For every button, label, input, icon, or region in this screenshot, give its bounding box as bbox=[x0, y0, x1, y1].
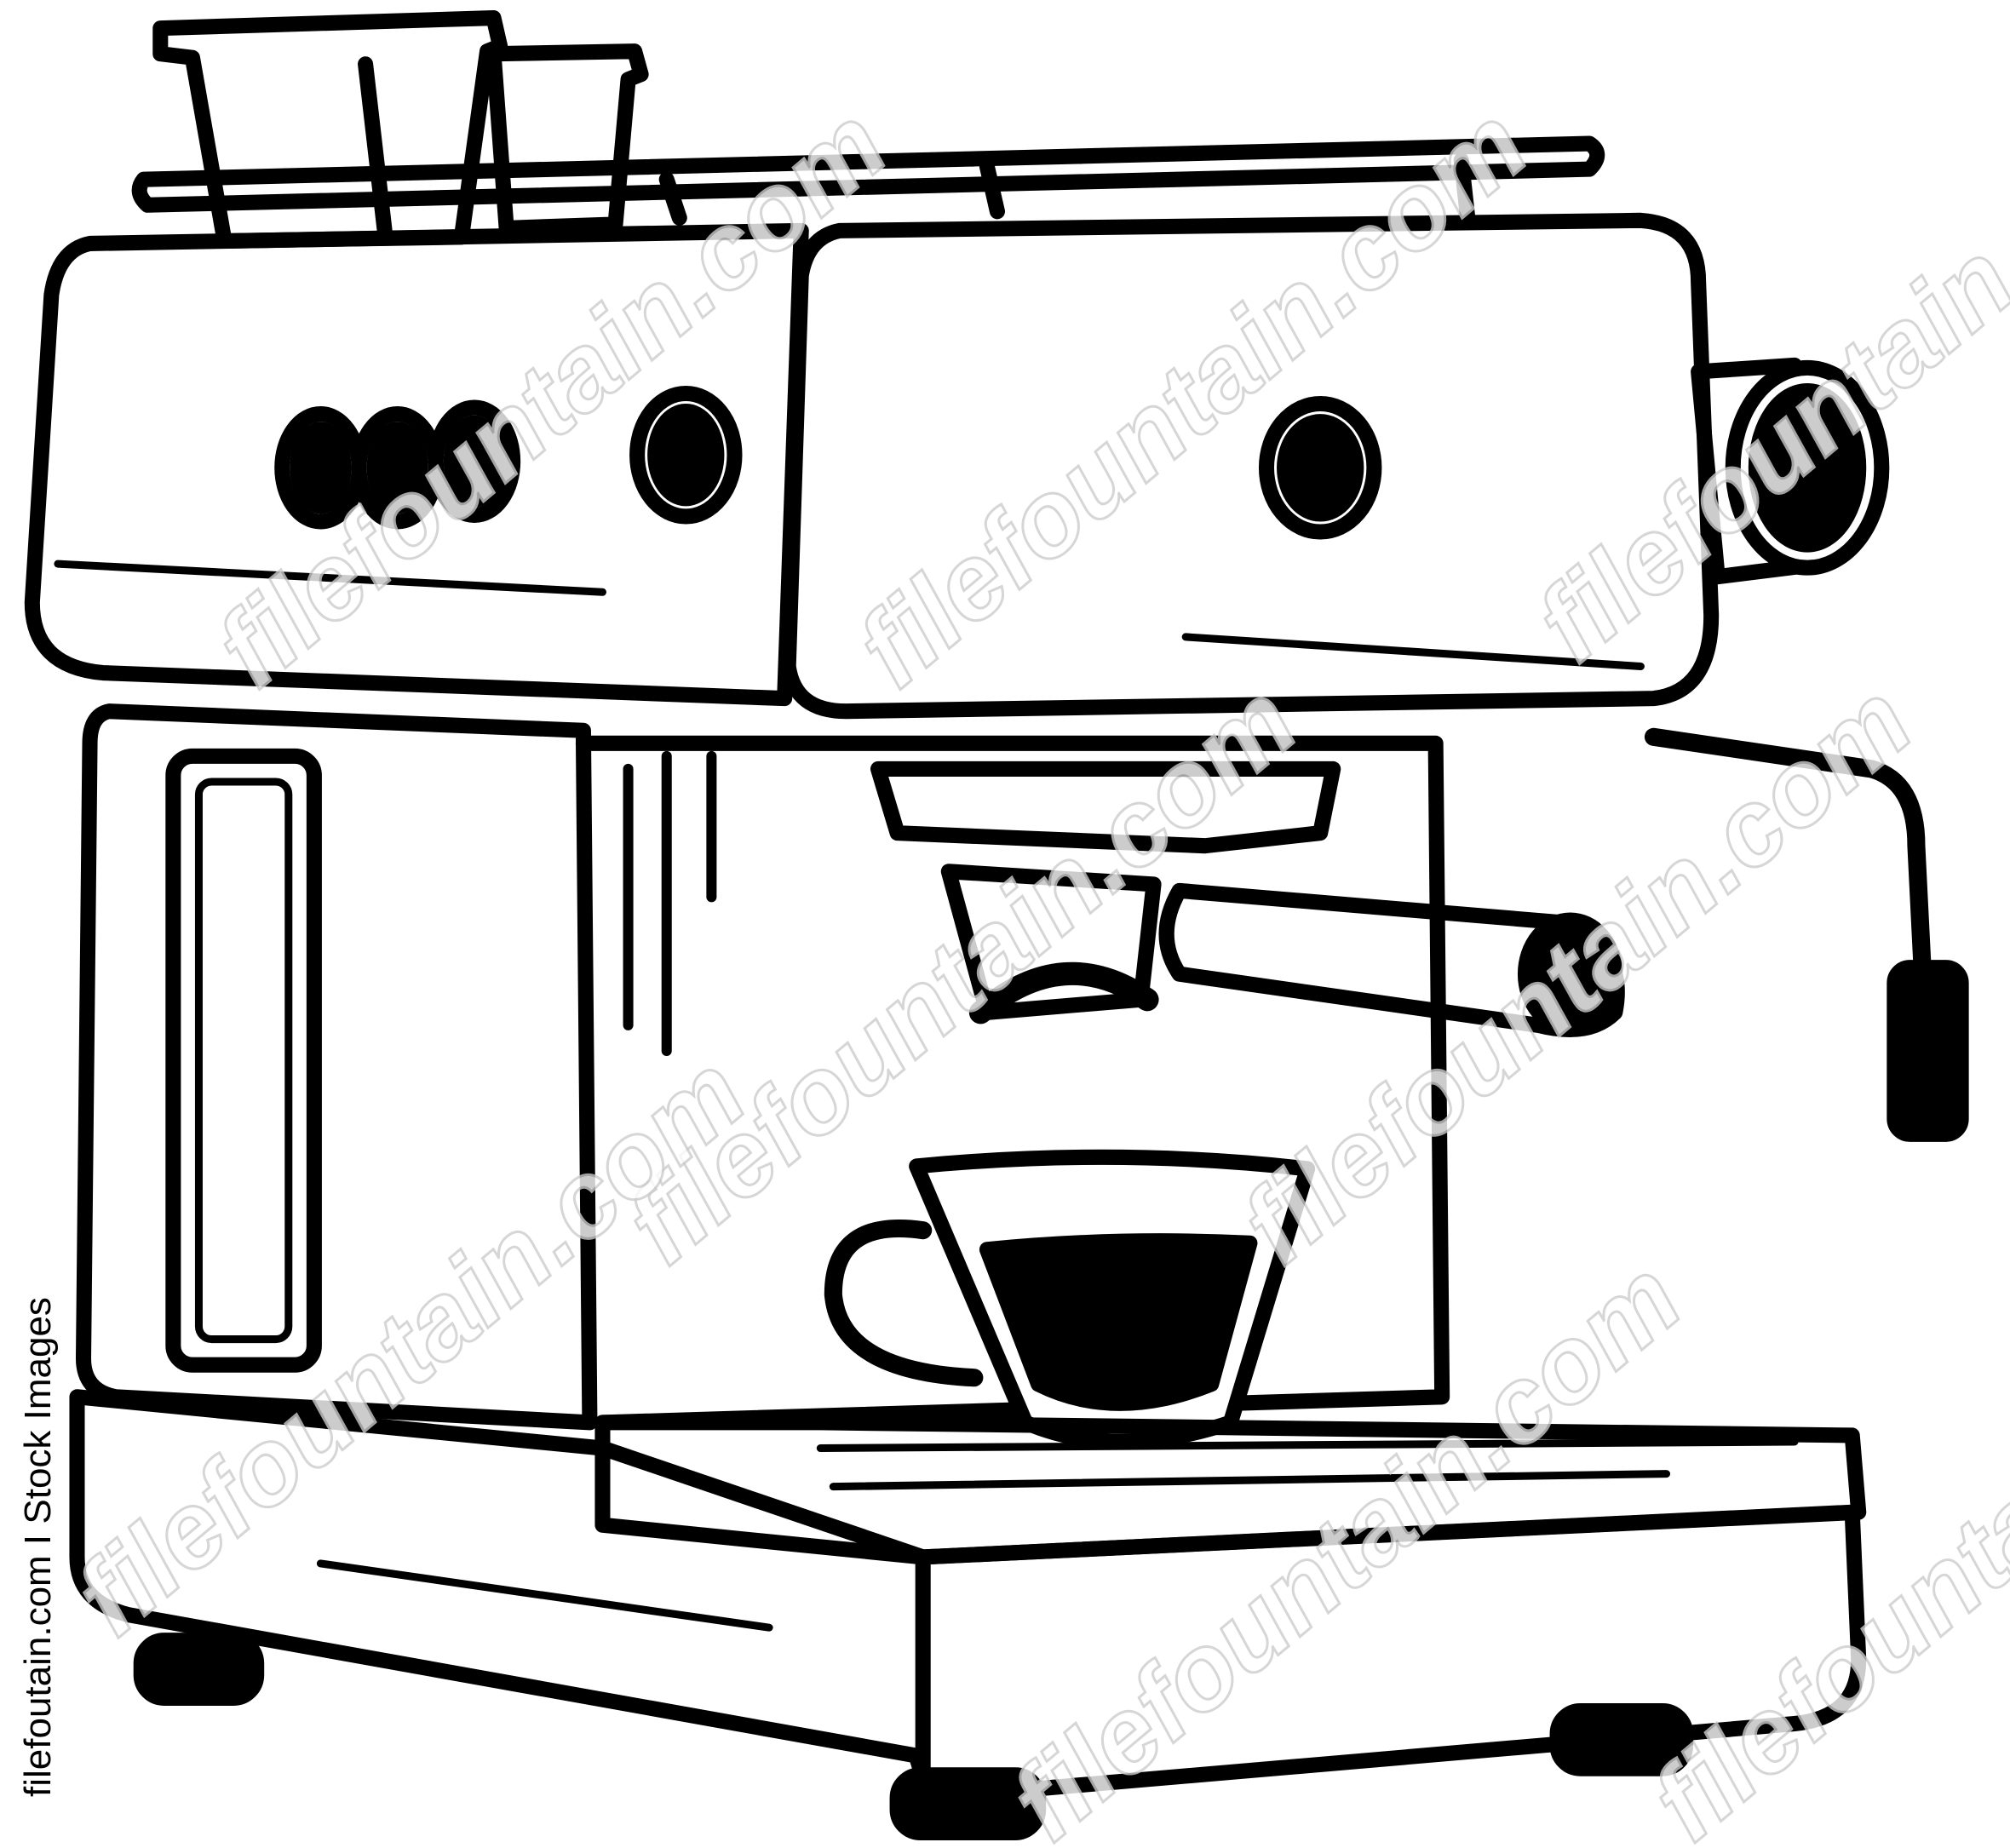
watermark-layer: filefountain.com filefountain.com filefo… bbox=[52, 56, 2010, 1848]
espresso-cup bbox=[824, 1149, 1316, 1449]
top-rail bbox=[131, 135, 1605, 213]
foot bbox=[133, 1633, 265, 1706]
group-head bbox=[870, 760, 1341, 854]
stock-credit-label: filefoutain.com I Stock Images bbox=[17, 1297, 59, 1797]
gauge-dials bbox=[274, 385, 1382, 540]
watermark-text: filefountain.com bbox=[1220, 660, 1933, 1286]
water-window bbox=[165, 748, 322, 1373]
foot bbox=[1549, 1702, 1694, 1776]
watermark-text: filefountain.com bbox=[53, 1032, 767, 1658]
upper-body-left bbox=[24, 222, 809, 707]
upper-body-right bbox=[780, 212, 1720, 720]
steam-wand bbox=[1644, 727, 1932, 984]
foot bbox=[889, 1767, 1047, 1840]
